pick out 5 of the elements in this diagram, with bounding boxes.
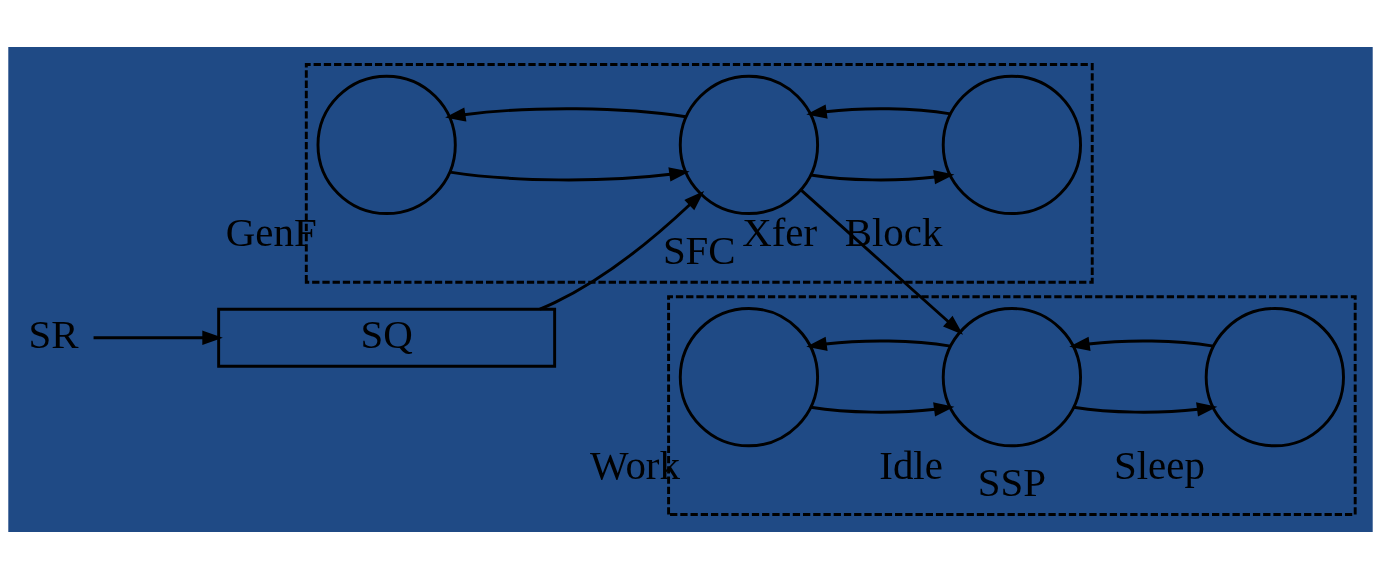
node-label: Sleep [1114, 442, 1205, 488]
node-text: SR [28, 311, 79, 357]
node-label: Xfer [742, 209, 818, 255]
node-label: Block [844, 209, 943, 255]
node-label: Idle [879, 442, 943, 488]
